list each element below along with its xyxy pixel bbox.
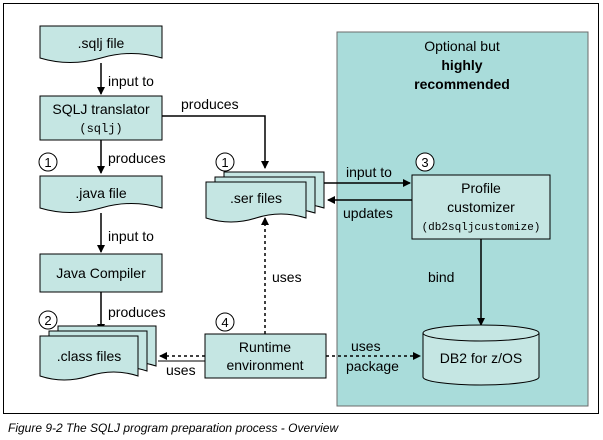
edge-uses-2: uses <box>166 362 196 378</box>
step-marker-customizer-label: 3 <box>421 155 428 170</box>
java-file-label: .java file <box>75 185 127 201</box>
edge-produces-3: produces <box>108 304 166 320</box>
step-marker-ser <box>215 152 235 172</box>
edge-uses-package-1: uses <box>351 338 381 354</box>
customizer-node <box>411 174 551 240</box>
customizer-label-2: customizer <box>447 199 515 215</box>
edge-bind: bind <box>428 269 454 285</box>
customizer-command: (db2sqljcustomize) <box>422 222 541 234</box>
edge-input-to-2: input to <box>108 228 154 244</box>
compiler-node <box>39 253 163 293</box>
sqlj-file-node <box>39 25 163 63</box>
step-marker-ser-label: 1 <box>221 155 228 170</box>
ser-files-node <box>205 171 325 223</box>
optional-panel-line1: Optional but <box>424 38 500 54</box>
translator-label: SQLJ translator <box>52 101 150 117</box>
edge-uses-1: uses <box>272 269 302 285</box>
edge-updates: updates <box>343 205 393 221</box>
step-marker-customizer <box>415 152 435 172</box>
step-marker-java <box>38 152 58 172</box>
edge-produces-2: produces <box>108 150 166 166</box>
customizer-label-1: Profile <box>461 180 501 196</box>
edge-translator-to-ser <box>162 115 269 169</box>
translator-command: (sqlj) <box>79 122 122 136</box>
figure-frame <box>3 3 599 414</box>
step-marker-runtime-label: 4 <box>221 315 228 330</box>
runtime-label-2: environment <box>226 357 303 373</box>
compiler-label: Java Compiler <box>56 265 146 281</box>
step-marker-class-label: 2 <box>44 313 51 328</box>
edge-uses-package-2: package <box>346 358 399 374</box>
class-files-label: .class files <box>57 348 122 364</box>
db2-node <box>422 324 540 386</box>
class-files-node <box>39 325 157 381</box>
ser-files-label: .ser files <box>230 190 282 206</box>
step-marker-runtime <box>215 312 235 332</box>
db2-label: DB2 for z/OS <box>440 350 522 366</box>
step-marker-class <box>38 310 58 330</box>
optional-panel-line3: recommended <box>414 76 510 92</box>
runtime-label-1: Runtime <box>239 339 291 355</box>
java-file-node <box>39 175 163 213</box>
sqlj-file-label: .sqlj file <box>78 35 125 51</box>
edge-input-to-1: input to <box>108 73 154 89</box>
edge-input-to-3: input to <box>346 164 392 180</box>
figure-caption: Figure 9-2 The SQLJ program preparation … <box>8 421 339 435</box>
edge-produces-1: produces <box>181 96 239 112</box>
step-marker-java-label: 1 <box>44 155 51 170</box>
optional-panel-line2: highly <box>441 57 482 73</box>
